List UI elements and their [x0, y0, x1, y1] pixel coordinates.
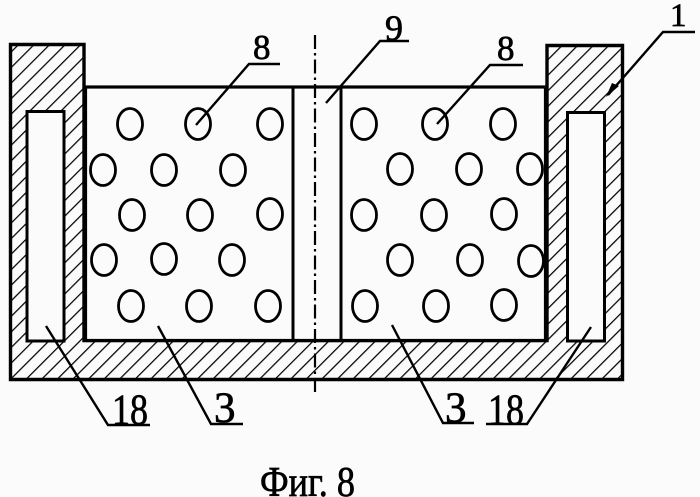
- svg-text:8: 8: [497, 29, 515, 68]
- svg-text:1: 1: [670, 0, 687, 34]
- svg-text:18: 18: [112, 387, 148, 434]
- svg-text:3: 3: [214, 385, 236, 432]
- svg-text:18: 18: [488, 387, 524, 434]
- svg-text:Фиг. 8: Фиг. 8: [260, 460, 355, 497]
- svg-text:3: 3: [445, 385, 467, 432]
- svg-text:8: 8: [253, 28, 271, 67]
- svg-text:9: 9: [385, 8, 403, 48]
